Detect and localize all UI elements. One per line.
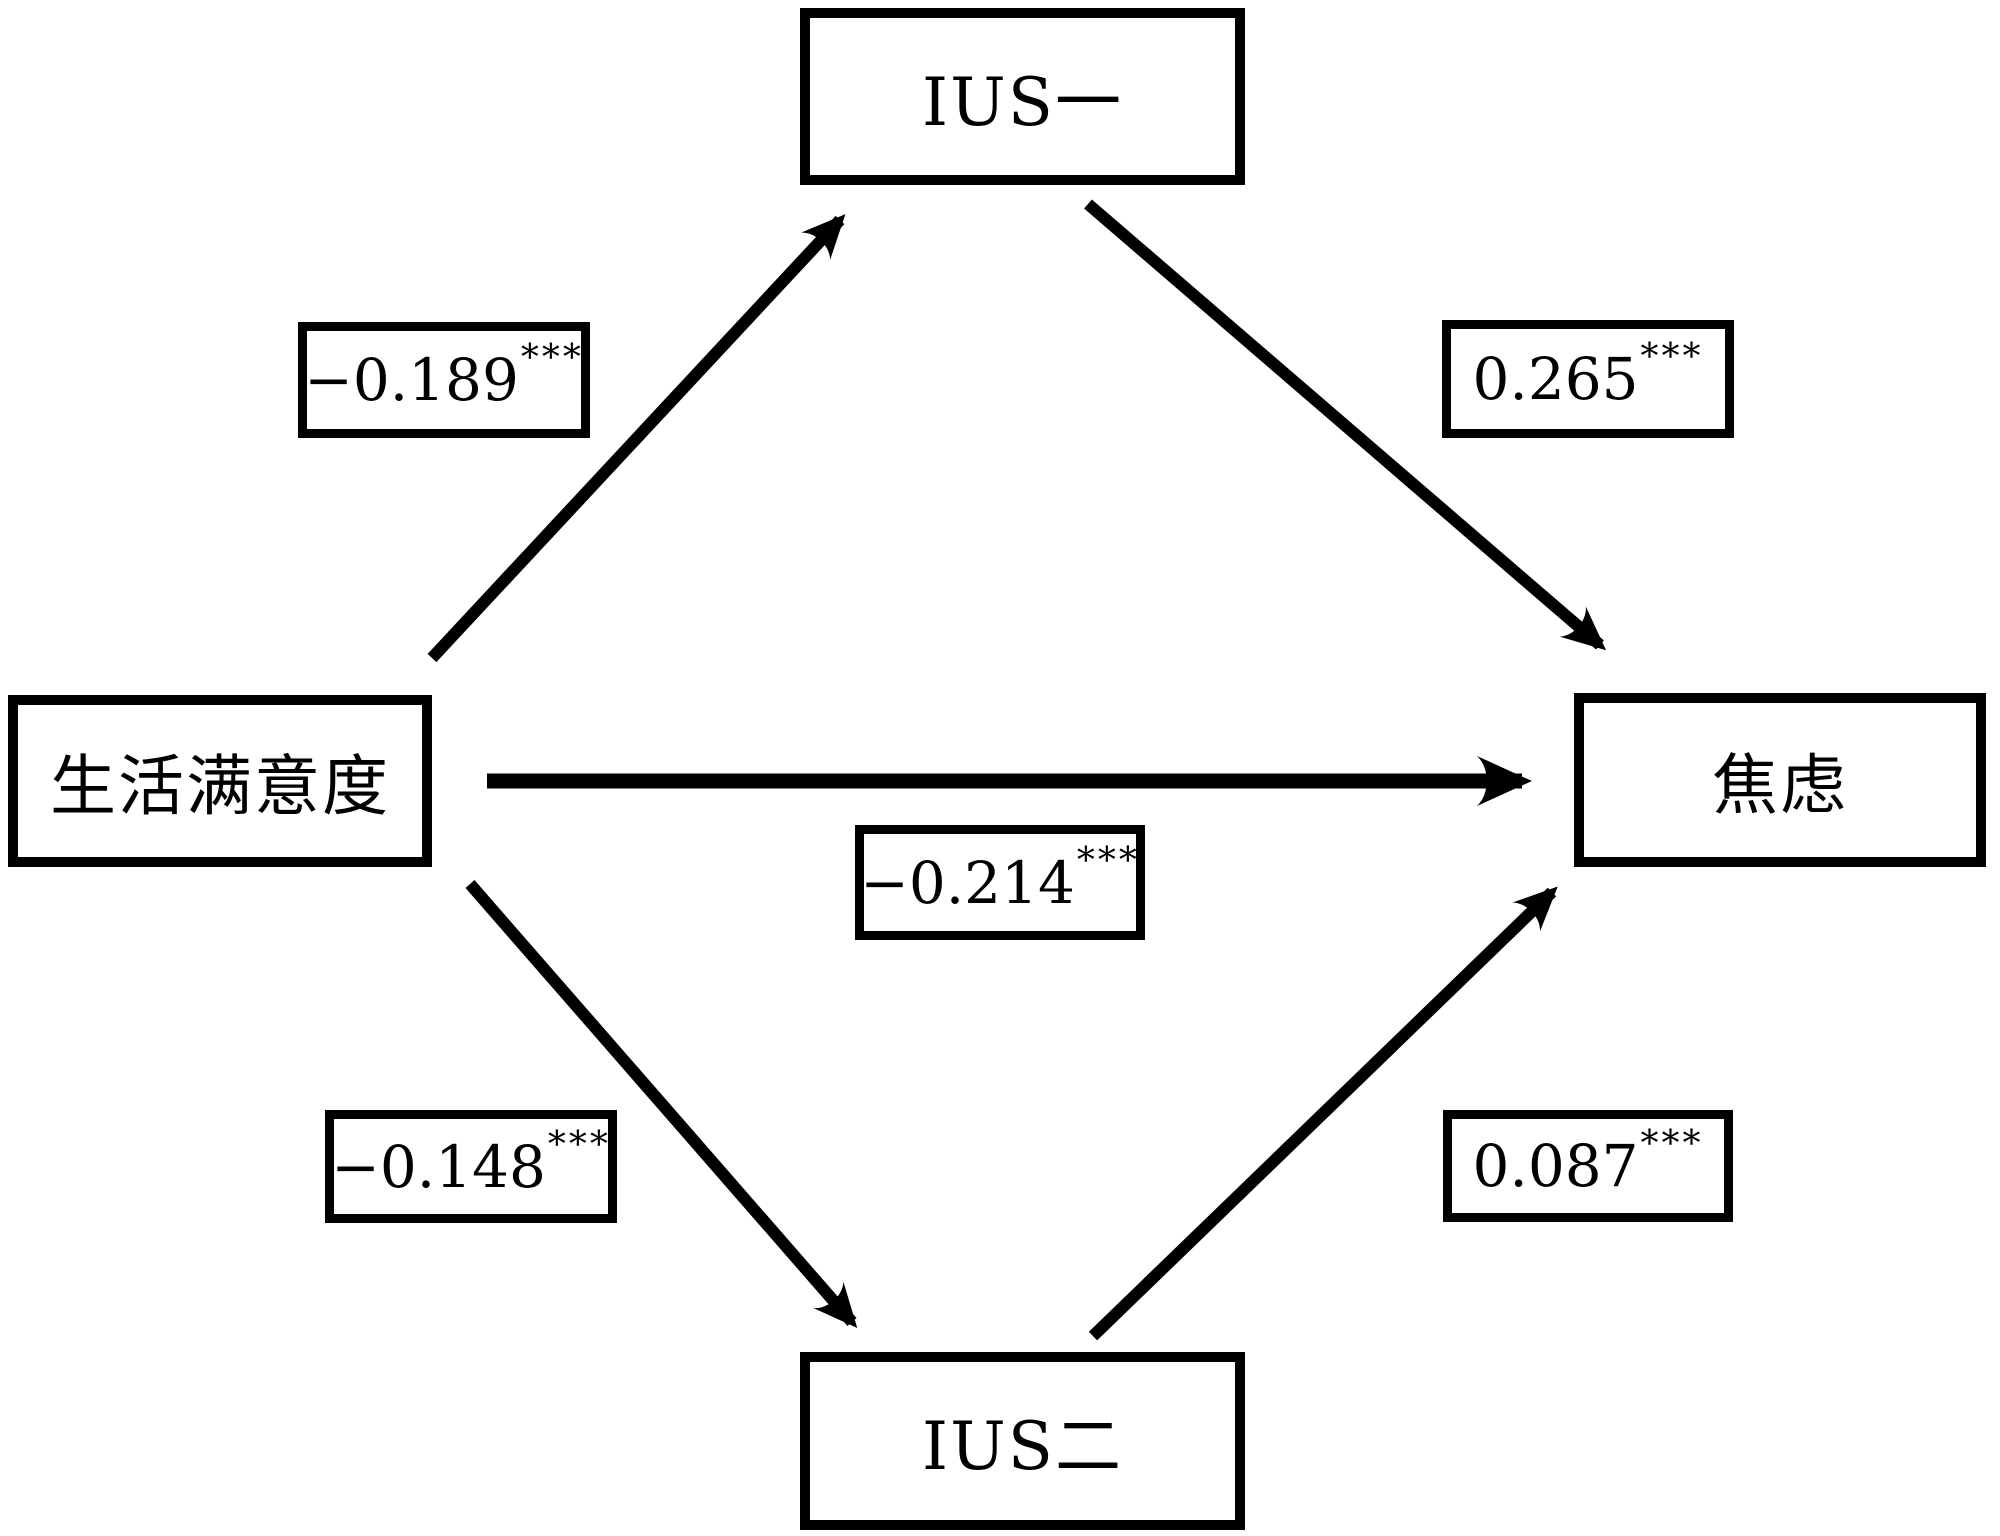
coefficient-life-to-anxiety: −0.214*** bbox=[855, 825, 1145, 940]
significance-stars: *** bbox=[1640, 1123, 1704, 1165]
significance-stars: *** bbox=[520, 337, 584, 379]
node-ius2: IUS二 bbox=[800, 1352, 1245, 1530]
arrow-ius2-to-anxiety bbox=[1088, 886, 1558, 1341]
coefficient-ius2-to-anxiety: 0.087*** bbox=[1443, 1110, 1733, 1222]
significance-stars: *** bbox=[1640, 336, 1704, 378]
node-ius1: IUS一 bbox=[800, 8, 1245, 185]
arrow-life-to-ius2 bbox=[465, 880, 858, 1329]
coefficient-value: −0.214 bbox=[860, 848, 1075, 917]
significance-stars: *** bbox=[1076, 839, 1140, 881]
coefficient-value: −0.189 bbox=[304, 346, 519, 414]
coefficient-value: 0.265 bbox=[1472, 345, 1639, 413]
arrow-ius1-to-anxiety bbox=[1084, 199, 1607, 651]
arrow-life-to-ius1 bbox=[427, 214, 846, 663]
coefficient-life-to-ius2: −0.148*** bbox=[325, 1110, 617, 1223]
coefficient-value: 0.087 bbox=[1472, 1132, 1639, 1200]
coefficient-value: −0.148 bbox=[331, 1132, 546, 1201]
coefficient-life-to-ius1: −0.189*** bbox=[298, 322, 590, 438]
node-anxiety: 焦虑 bbox=[1574, 693, 1986, 867]
coefficient-ius1-to-anxiety: 0.265*** bbox=[1442, 320, 1734, 438]
node-life-satisfaction: 生活满意度 bbox=[8, 695, 432, 867]
significance-stars: *** bbox=[547, 1123, 611, 1165]
